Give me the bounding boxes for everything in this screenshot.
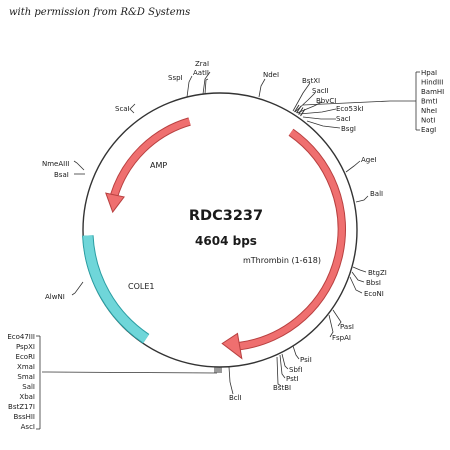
- site-leaders: [42, 71, 416, 395]
- site-label-ndei: NdeI: [263, 71, 279, 79]
- site-label-sacii: SacII: [312, 87, 329, 95]
- site-label-bstxi: BstXI: [302, 77, 320, 85]
- mcs-left-item: PspXI: [16, 343, 35, 351]
- left-mcs-list: Eco47III PspXI EcoRI XmaI SmaI SalI XbaI…: [7, 333, 35, 431]
- site-label-psii: PsiI: [300, 356, 312, 364]
- amp-arrowhead: [105, 192, 125, 214]
- mcs-right-item: NotI: [421, 117, 435, 125]
- right-mcs-bracket: [415, 71, 420, 131]
- mcs-left-item: XmaI: [17, 363, 35, 371]
- site-label-sspi: SspI: [168, 74, 183, 82]
- mcs-right-item: EagI: [421, 126, 436, 134]
- site-label-sbfi: SbfI: [289, 366, 302, 374]
- site-label-scai: ScaI: [115, 105, 130, 113]
- mcs-left-item: BstZ17I: [8, 403, 35, 411]
- plasmid-backbone: [82, 92, 358, 368]
- site-label-aatii: AatII: [193, 69, 209, 77]
- cole1-label: COLE1: [128, 282, 154, 291]
- amp-arrow-body: [111, 118, 191, 197]
- site-label-btgzi: BtgZI: [368, 269, 387, 277]
- left-mcs-bracket: [36, 335, 41, 430]
- site-label-saci: SacI: [336, 115, 351, 123]
- mcs-right-item: BamHI: [421, 88, 444, 96]
- mcs-left-item: Eco47III: [7, 333, 35, 341]
- mthrombin-arrowhead: [221, 332, 243, 360]
- site-label-econi: EcoNI: [364, 290, 384, 298]
- mcs-right-item: HpaI: [421, 69, 437, 77]
- site-label-agei: AgeI: [361, 156, 377, 164]
- site-label-alwni: AlwNI: [45, 293, 65, 301]
- mcs-left-item: SmaI: [17, 373, 35, 381]
- site-label-bbvci: BbvCI: [316, 97, 336, 105]
- site-label-fspai: FspAI: [332, 334, 351, 342]
- mthrombin-arrow-body: [239, 129, 346, 350]
- plasmid-size: 4604 bps: [195, 234, 257, 248]
- site-label-bcli: BclI: [229, 394, 242, 402]
- left-mcs-ticks: [214, 367, 222, 373]
- site-label-nmeaiii: NmeAIII: [42, 160, 69, 168]
- mcs-left-item: AscI: [21, 423, 35, 431]
- cole1-band: [83, 235, 149, 343]
- right-mcs-list: HpaI HindIII BamHI BmtI NheI NotI EagI: [421, 69, 444, 134]
- mcs-right-item: NheI: [421, 107, 437, 115]
- mcs-left-item: SalI: [22, 383, 35, 391]
- mcs-right-item: BmtI: [421, 98, 437, 106]
- mcs-left-item: BssHII: [14, 413, 36, 421]
- site-label-bali: BalI: [370, 190, 383, 198]
- mcs-left-item: EcoRI: [16, 353, 35, 361]
- amp-arrow-outline: [110, 117, 191, 197]
- site-label-pasi: PasI: [340, 323, 354, 331]
- site-label-bsgi: BsgI: [341, 125, 356, 133]
- mcs-left-item: XbaI: [19, 393, 35, 401]
- mcs-right-item: HindIII: [421, 79, 443, 87]
- site-label-zrai: ZraI: [195, 60, 209, 68]
- insert-label: mThrombin (1-618): [243, 256, 321, 265]
- amp-label: AMP: [150, 161, 167, 170]
- site-label-psti: PstI: [286, 375, 299, 383]
- site-label-bstbi: BstBI: [273, 384, 291, 392]
- site-label-bsai: BsaI: [54, 171, 69, 179]
- plasmid-name: RDC3237: [189, 208, 263, 224]
- permission-credit: with permission from R&D Systems: [9, 7, 191, 18]
- site-label-bbsi: BbsI: [366, 279, 381, 287]
- site-label-eco53ki: Eco53kI: [336, 105, 364, 113]
